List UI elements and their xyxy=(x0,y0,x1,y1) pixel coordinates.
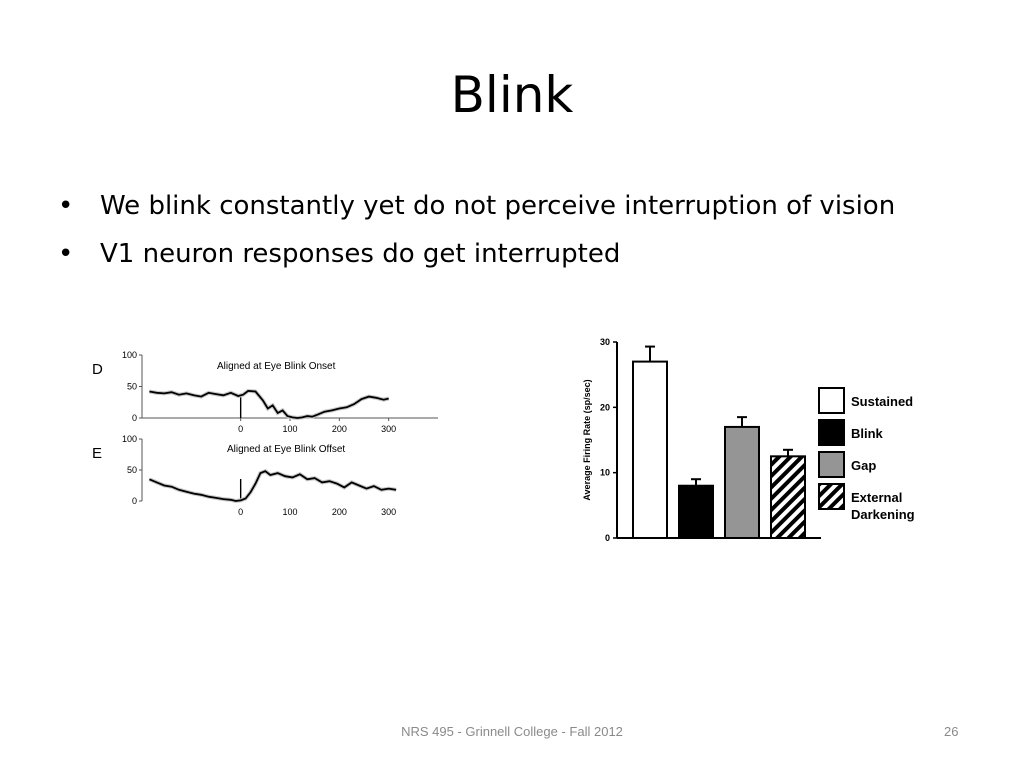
slide-title: Blink xyxy=(450,66,574,124)
plot-area-e: 0 50 100 0 100 200 300 xyxy=(122,434,397,517)
bullet-list: We blink constantly yet do not perceive … xyxy=(58,186,895,282)
legend-swatch xyxy=(818,451,845,478)
x-tick-label: 0 xyxy=(238,507,243,517)
bar xyxy=(632,360,668,539)
page-number: 26 xyxy=(944,724,959,739)
legend-label: Blink xyxy=(851,426,884,441)
firing-rate-line xyxy=(149,389,389,419)
y-tick-label: 100 xyxy=(122,434,137,444)
legend-label: Sustained xyxy=(851,394,913,409)
y-axis-label: Average Firing Rate (sp/sec) xyxy=(582,379,592,500)
y-tick-label: 0 xyxy=(132,413,137,423)
bar xyxy=(678,484,714,540)
x-tick-label: 300 xyxy=(381,424,396,434)
x-tick-label: 100 xyxy=(282,424,297,434)
x-tick-label: 200 xyxy=(332,507,347,517)
panel-d: D Aligned at Eye Blink Onset 0 50 100 0 100 2… xyxy=(92,350,438,434)
panel-label-d: D xyxy=(92,361,103,378)
chart-title-d: Aligned at Eye Blink Onset xyxy=(217,361,336,372)
footer-text: NRS 495 - Grinnell College - Fall 2012 xyxy=(401,724,623,739)
x-tick-label: 100 xyxy=(282,507,297,517)
y-tick-label: 10 xyxy=(600,468,610,478)
plot-area-d: 0 50 100 0 100 200 300 xyxy=(122,350,438,434)
bar xyxy=(724,425,760,539)
y-tick-label: 50 xyxy=(127,382,137,392)
legend-label: External xyxy=(851,490,902,505)
panel-e: E Aligned at Eye Blink Offset 0 50 100 0 100… xyxy=(92,434,397,517)
bar-plot-area: 0 10 20 30 xyxy=(600,337,821,543)
legend-swatch xyxy=(818,419,845,446)
legend-label: Darkening xyxy=(851,507,915,522)
y-tick-label: 30 xyxy=(600,337,610,347)
bar-chart-figure: Average Firing Rate (sp/sec) 0 10 20 30 Sus… xyxy=(582,337,915,543)
psth-figure: D Aligned at Eye Blink Onset 0 50 100 0 100 2… xyxy=(92,350,438,517)
legend-label: Gap xyxy=(851,458,876,473)
legend-swatch xyxy=(818,387,845,414)
y-tick-label: 0 xyxy=(132,496,137,506)
bar xyxy=(770,455,806,539)
x-tick-label: 200 xyxy=(332,424,347,434)
y-tick-label: 50 xyxy=(127,465,137,475)
x-tick-label: 0 xyxy=(238,424,243,434)
y-tick-label: 100 xyxy=(122,350,137,360)
bullet-item: V1 neuron responses do get interrupted xyxy=(58,234,895,282)
chart-title-e: Aligned at Eye Blink Offset xyxy=(227,444,345,455)
y-tick-label: 0 xyxy=(605,533,610,543)
bullet-item: We blink constantly yet do not perceive … xyxy=(58,186,895,234)
firing-rate-line xyxy=(149,470,397,502)
x-tick-label: 300 xyxy=(381,507,396,517)
panel-label-e: E xyxy=(92,445,102,462)
y-tick-label: 20 xyxy=(600,402,610,412)
legend-swatch xyxy=(818,483,845,510)
